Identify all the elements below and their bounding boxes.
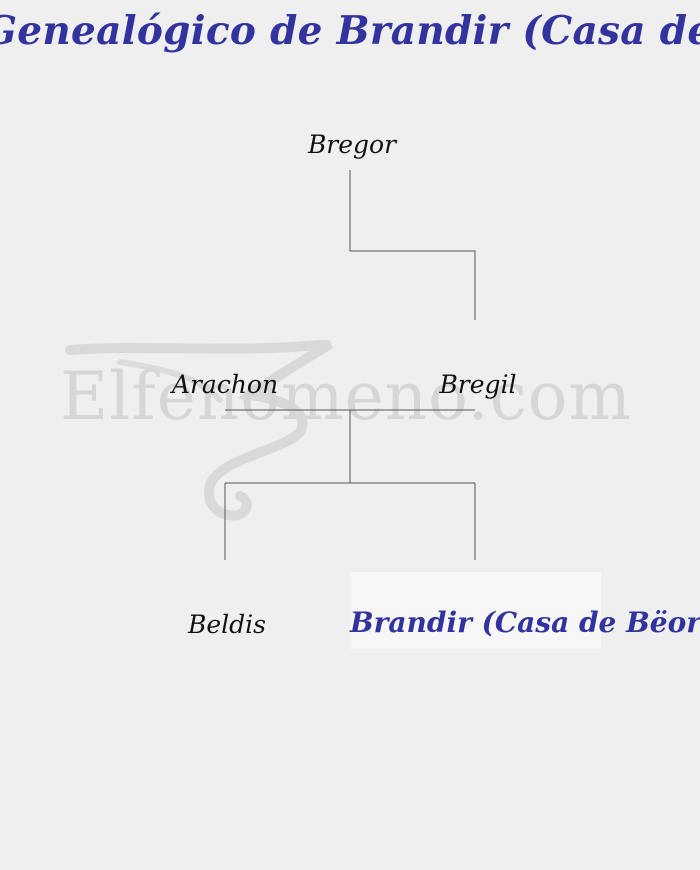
person-beldis[interactable]: Beldis [188,610,266,639]
current-person-highlight [350,572,601,649]
watermark: Elfenomeno.com [60,339,633,540]
person-bregor[interactable]: Bregor [307,130,397,159]
person-brandir-current: Brandir (Casa de Bëor) [350,606,700,639]
connector-bregor-bregil [349,170,476,320]
watermark-text: Elfenomeno.com [60,358,633,435]
page-title: Árbol Genealógico de Brandir (Casa de Bë… [0,8,700,54]
watermark-emblem-icon [65,339,333,521]
person-bregil[interactable]: Bregil [439,370,517,399]
person-arachon[interactable]: Arachon [171,370,279,399]
